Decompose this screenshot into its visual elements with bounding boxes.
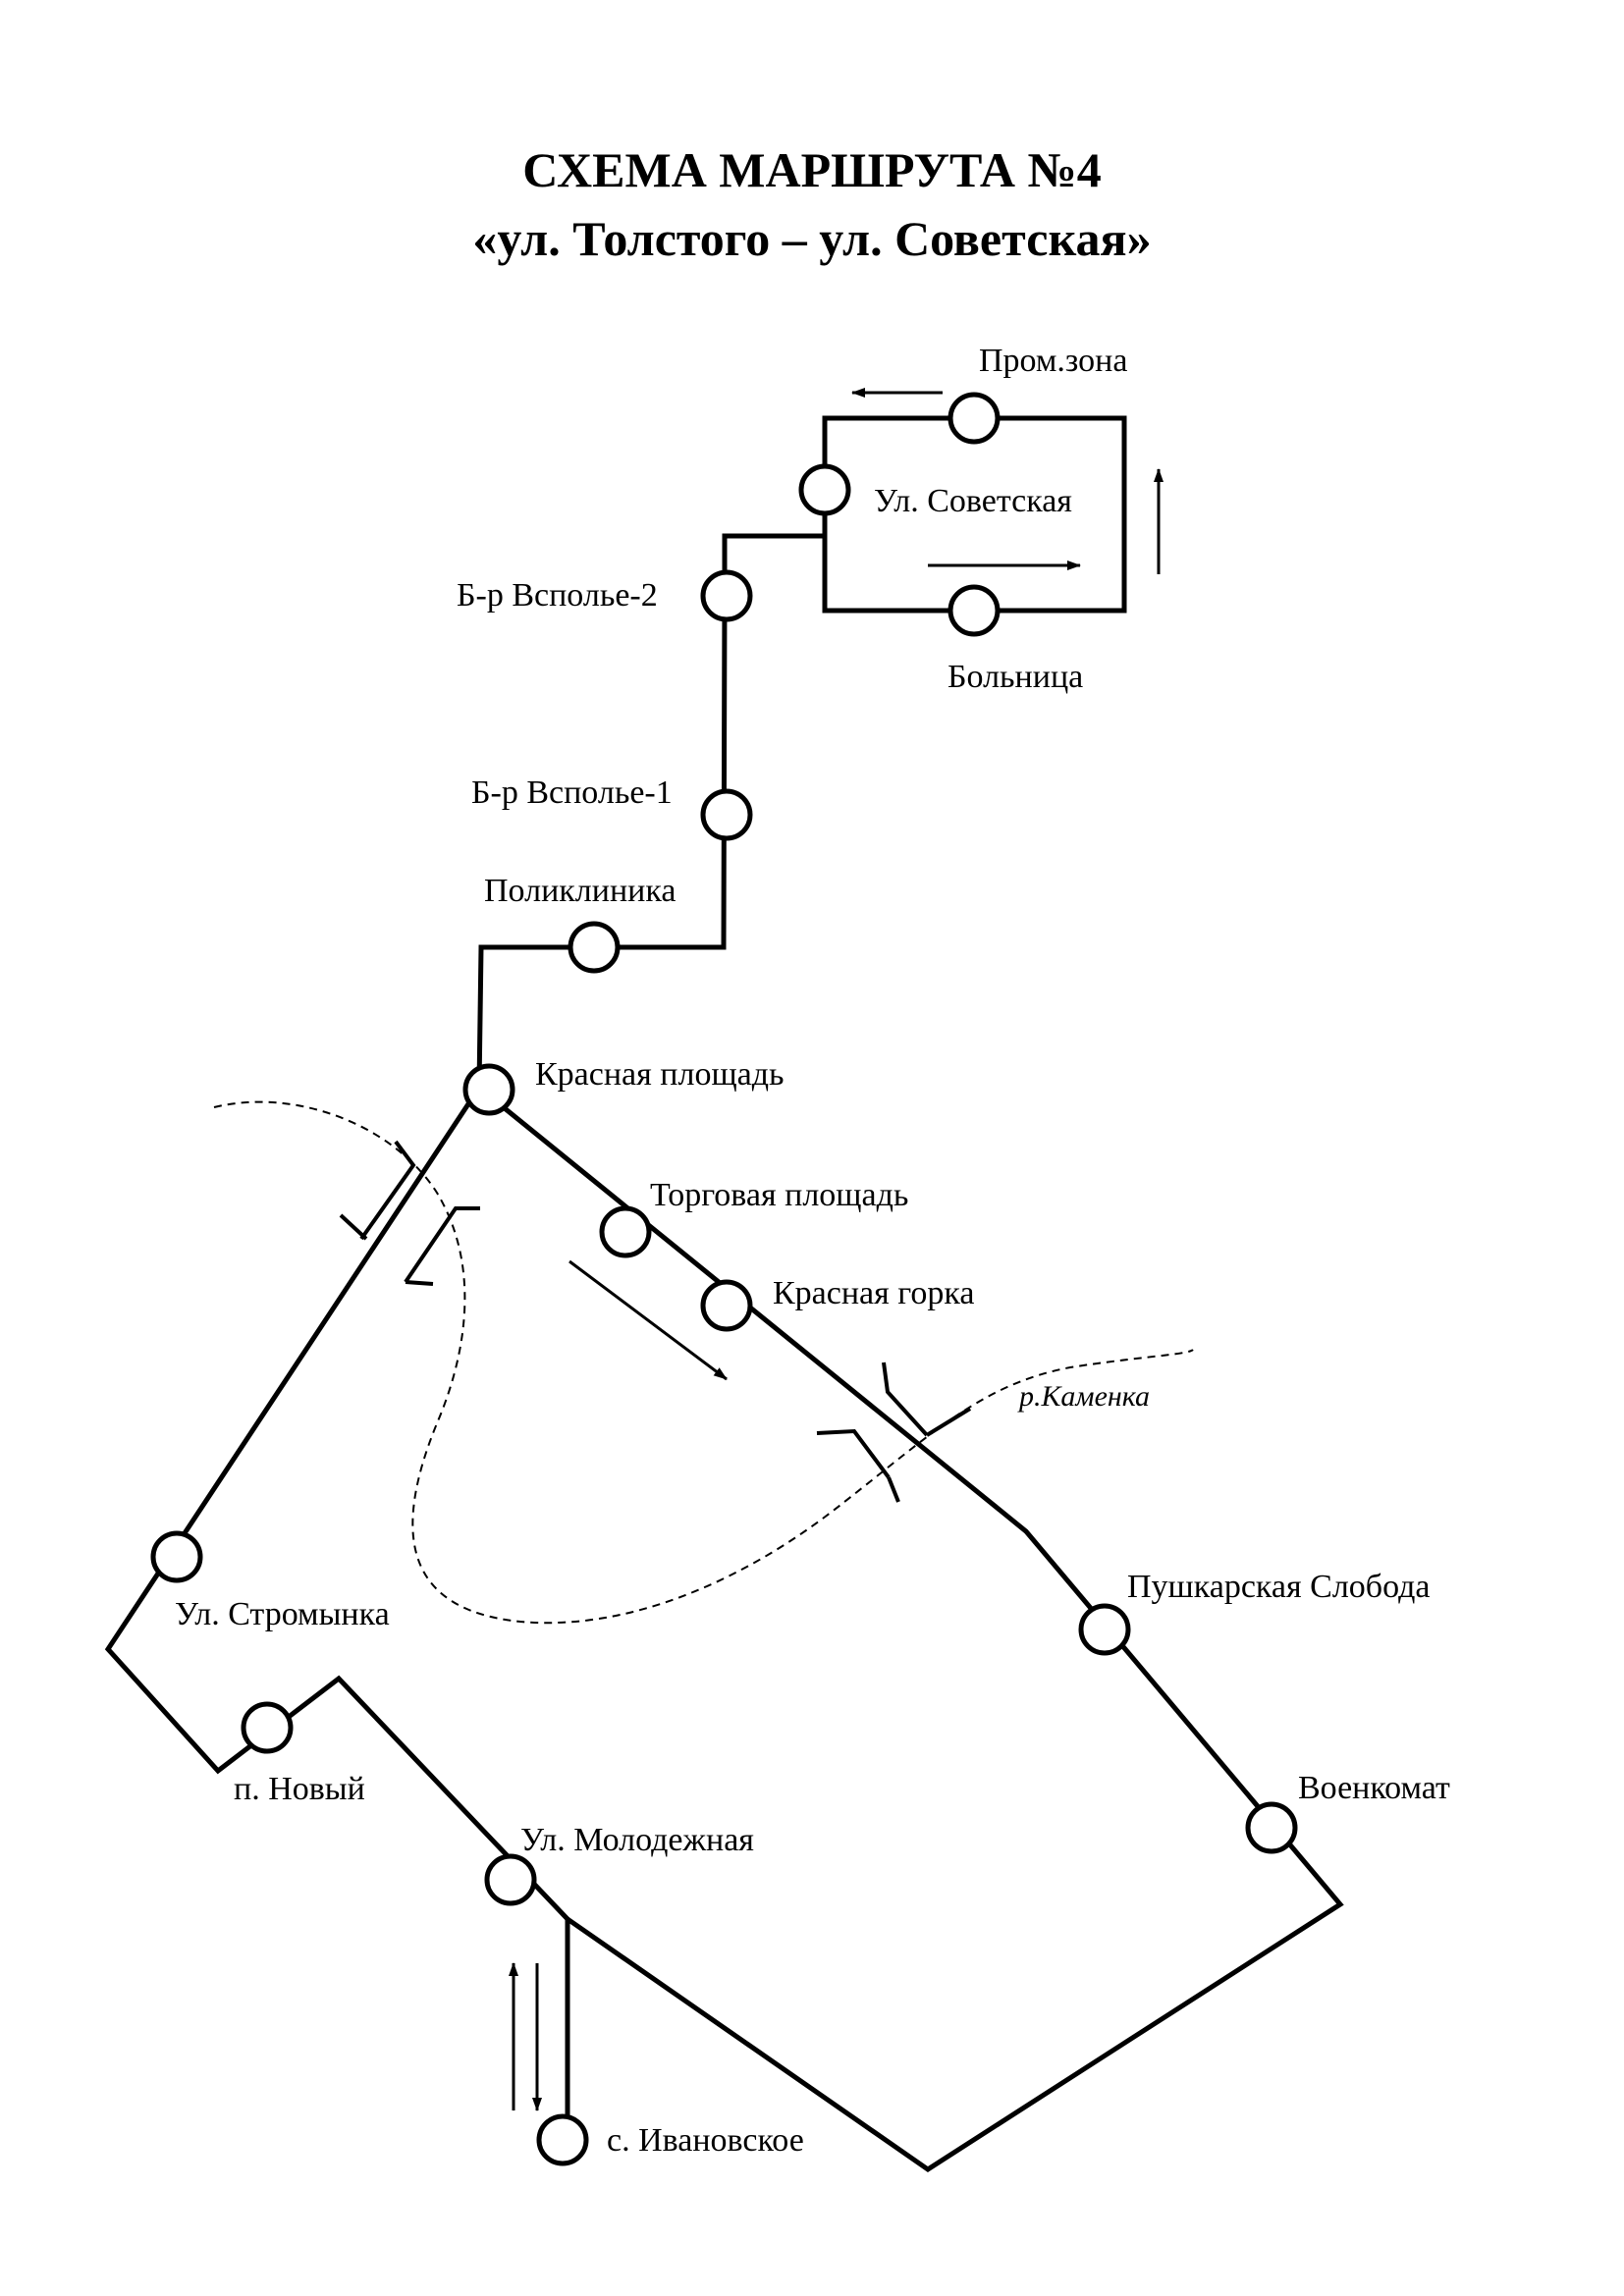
bridge-symbols [339,1140,972,1503]
stop-p-novyi-marker [241,1701,294,1754]
stop-bolnitsa-marker [947,584,1001,637]
stop-label-p-novyi: п. Новый [234,1771,365,1807]
stop-ul-stromynka-marker [150,1530,203,1583]
stop-label-ul-stromynka: Ул. Стромынка [175,1596,390,1632]
arrow-down-right-icon [568,1259,728,1381]
stop-s-ivanovskoe-marker [536,2113,589,2166]
stop-prom-zona-marker [947,392,1001,445]
stop-label-vspolie-1: Б-р Всполье-1 [471,774,673,811]
river-line [213,1100,1194,1625]
stop-ul-molodezhnaya-marker [484,1853,537,1906]
stop-krasnaya-gorka-marker [700,1279,753,1332]
stop-label-krasnaya-ploshchad: Красная площадь [535,1056,785,1093]
stop-label-voenkomat: Военкомат [1298,1770,1450,1806]
stop-ul-sovetskaya-marker [798,463,851,516]
stop-vspolie-2-marker [700,569,753,622]
stop-pushkarskaya-sloboda-marker [1078,1603,1131,1656]
stop-markers [150,392,1298,2166]
stop-labels: Пром.зона Ул. Советская Больница Б-р Всп… [175,343,1450,2159]
river-label: р.Каменка [1017,1380,1150,1413]
page-title: СХЕМА МАРШРУТА №4 [522,142,1102,197]
stop-label-ul-molodezhnaya: Ул. Молодежная [520,1822,754,1858]
direction-arrows [509,388,1164,2111]
stop-label-bolnitsa: Больница [947,659,1083,695]
stop-label-prom-zona: Пром.зона [979,343,1127,379]
stop-label-poliklinika: Поликлиника [484,873,676,909]
stop-label-ul-sovetskaya: Ул. Советская [874,483,1072,519]
stop-label-pushkarskaya-sloboda: Пушкарская Слобода [1127,1569,1431,1605]
stop-torgovaya-ploshchad-marker [599,1205,652,1258]
stop-vspolie-1-marker [700,788,753,841]
stop-label-vspolie-2: Б-р Всполье-2 [457,577,658,614]
stop-label-krasnaya-gorka: Красная горка [773,1275,974,1311]
stop-poliklinika-marker [568,921,621,974]
page-subtitle: «ул. Толстого – ул. Советская» [472,211,1152,266]
stop-krasnaya-ploshchad-marker [462,1063,515,1116]
stop-label-torgovaya-ploshchad: Торговая площадь [650,1177,908,1213]
stop-voenkomat-marker [1245,1801,1298,1854]
stop-label-s-ivanovskoe: с. Ивановское [607,2122,804,2159]
